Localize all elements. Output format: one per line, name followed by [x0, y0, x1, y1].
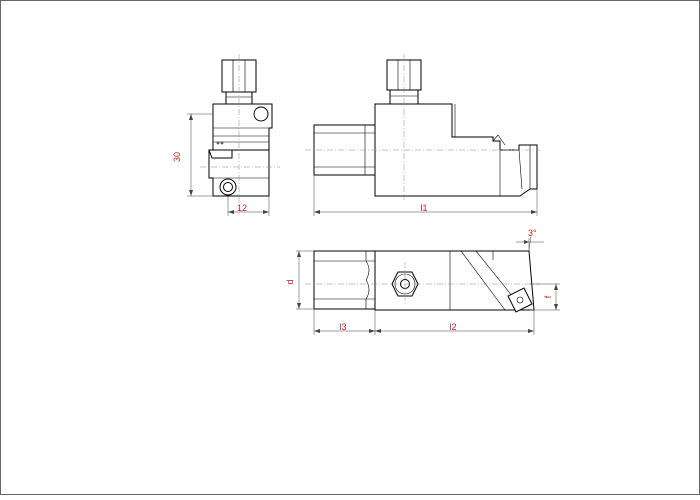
dim-height-label: 30 [172, 152, 182, 162]
end-view-screw-hole [253, 106, 269, 122]
end-view [187, 54, 280, 216]
side-view-nut [386, 59, 422, 91]
top-view-insert [507, 287, 533, 313]
dim-l2-label: l2 [449, 322, 456, 332]
end-view-insert [208, 149, 233, 159]
dim-diameter-label: d [285, 279, 295, 284]
top-view [296, 235, 560, 335]
dim-angle-label: 3° [528, 228, 537, 238]
dim-f-label: f [543, 295, 553, 298]
side-view [305, 54, 540, 216]
end-view-coolant-hole [219, 178, 237, 196]
dim-width-label: 12 [237, 203, 247, 213]
dim-l3-label: l3 [339, 322, 346, 332]
dim-l1-label: l1 [420, 203, 427, 213]
